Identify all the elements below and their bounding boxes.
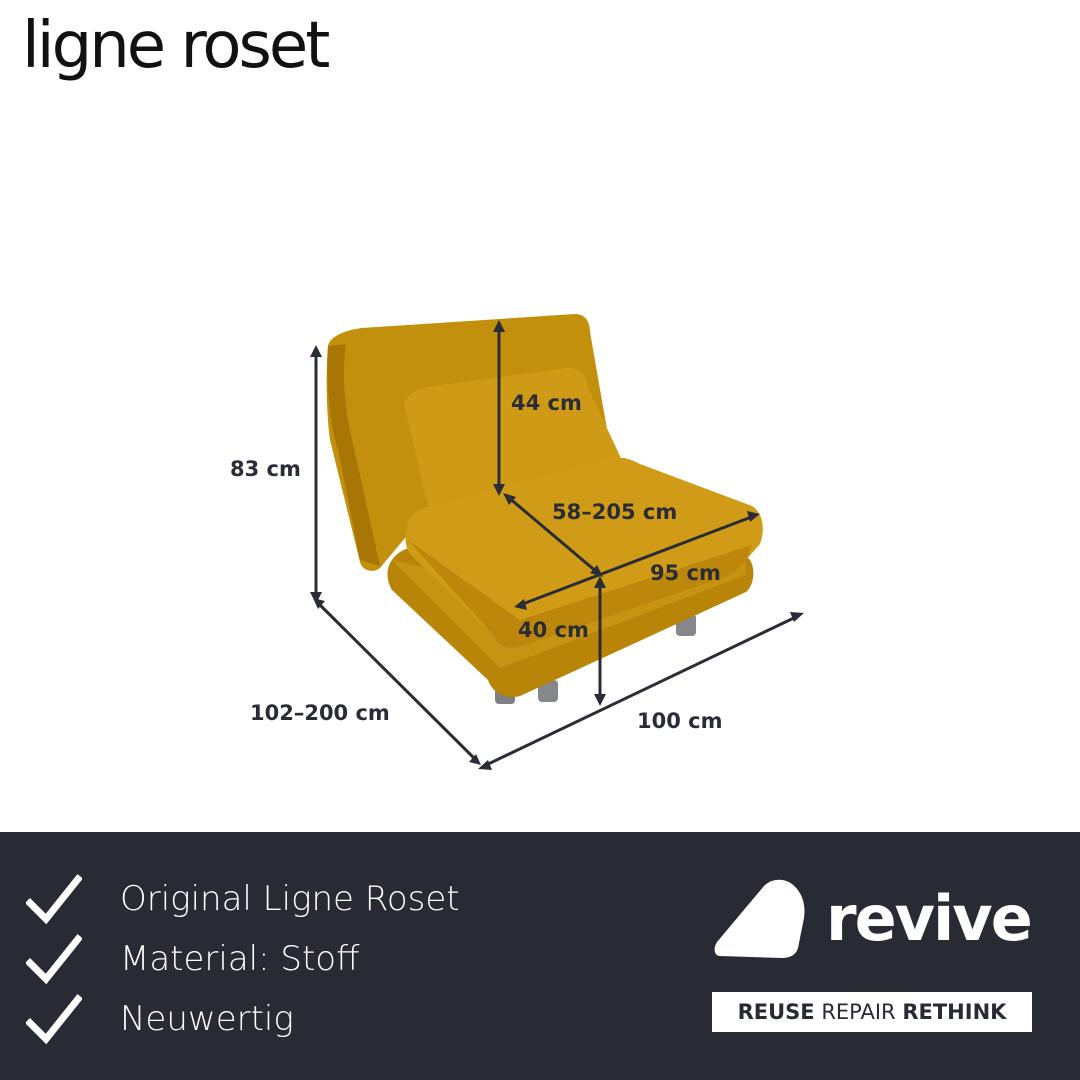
- feature-text: Neuwertig: [120, 999, 294, 1039]
- feature-item: Neuwertig: [26, 988, 294, 1050]
- armchair-illustration: [310, 314, 804, 770]
- tagline-repair: REPAIR: [821, 1000, 896, 1024]
- checkmark-icon: [26, 874, 82, 925]
- feature-item: Material: Stoff: [26, 928, 360, 990]
- feature-text: Original Ligne Roset: [120, 879, 460, 919]
- tagline-rethink: RETHINK: [902, 1000, 1007, 1024]
- feature-text: Material: Stoff: [120, 939, 360, 979]
- revive-logo-icon: [714, 879, 805, 958]
- revive-wordmark: revive: [826, 882, 1033, 955]
- revive-tagline: REUSE REPAIR RETHINK: [712, 992, 1032, 1032]
- checkmark-icon: [26, 994, 82, 1045]
- product-stage: 44 cm 83 cm 58–205 cm 95 cm 40 cm 102–20…: [230, 314, 804, 770]
- checkmark-icon: [26, 934, 82, 985]
- dimension-width: 100 cm: [637, 709, 723, 733]
- dimension-total-height: 83 cm: [230, 457, 301, 481]
- dimension-seat-height: 40 cm: [518, 618, 589, 642]
- dimension-back-height: 44 cm: [511, 391, 582, 415]
- dimension-seat-depth: 58–205 cm: [552, 500, 678, 524]
- tagline-reuse: REUSE: [737, 1000, 815, 1024]
- footer-bar: [0, 832, 1080, 1080]
- brand-logo: ligne roset: [22, 9, 330, 83]
- dimension-depth: 102–200 cm: [250, 701, 390, 725]
- dimension-seat-width: 95 cm: [650, 561, 721, 585]
- feature-item: Original Ligne Roset: [26, 868, 460, 930]
